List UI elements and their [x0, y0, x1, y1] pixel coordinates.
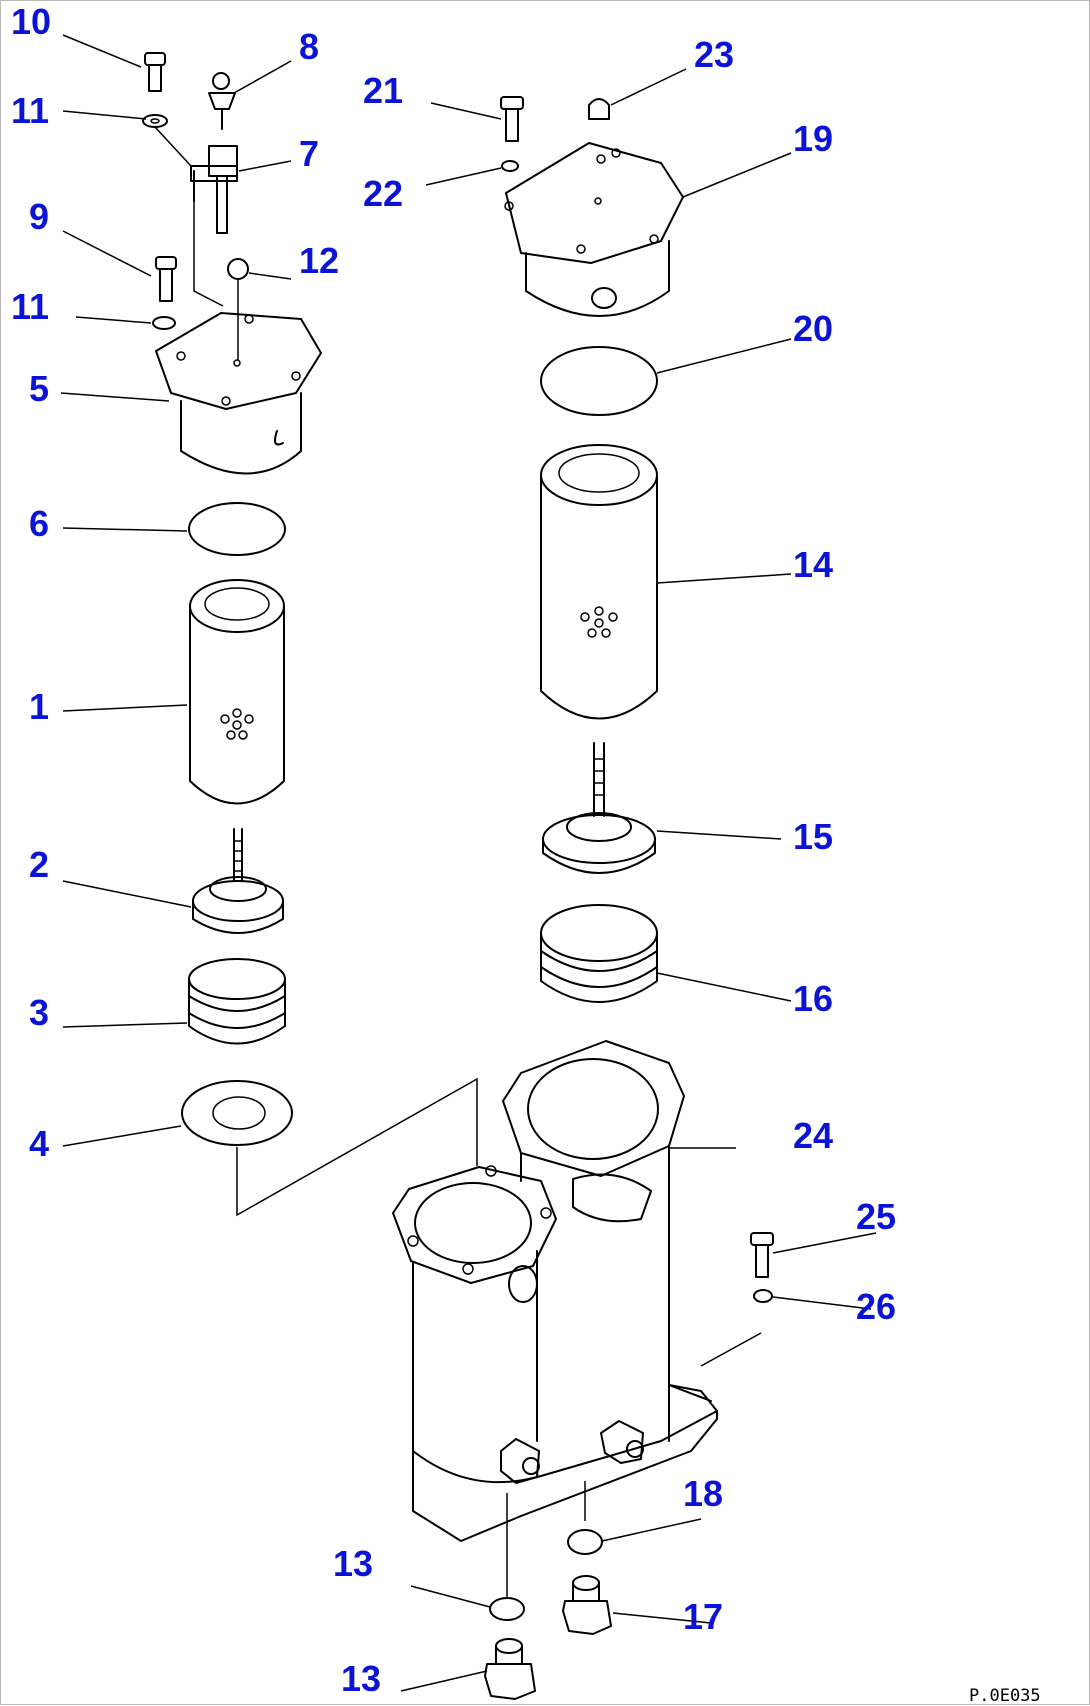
- callout-26: 25: [856, 1196, 896, 1237]
- leader-lines: [60, 34, 877, 1692]
- callout-4: 4: [29, 1123, 49, 1164]
- callout-18: 17: [683, 1596, 723, 1637]
- part-25-filter-case: [392, 1040, 718, 1597]
- callout-21: 20: [793, 308, 833, 349]
- callout-11-lower: 11: [11, 286, 49, 327]
- callout-22: 21: [363, 70, 403, 111]
- drawing-code: P.0E035: [969, 1686, 1041, 1706]
- part-21-o-ring: [540, 346, 658, 416]
- part-7-bracket: [190, 145, 238, 234]
- callout-2: 2: [29, 844, 49, 885]
- part-14-o-ring: [489, 1597, 525, 1621]
- part-26-bolt: [750, 1232, 774, 1278]
- part-5-case-cover: [155, 312, 322, 475]
- part-6-o-ring: [188, 502, 286, 556]
- part-15-filter-element: [540, 444, 658, 720]
- part-10-bolt: [144, 52, 166, 92]
- callout-27: 26: [856, 1286, 896, 1327]
- callout-labels: 10 8 11 7 9 12 11 5 6 1 2 3 4 21 22 23 1…: [11, 1, 1041, 1706]
- callout-14: 13: [333, 1543, 373, 1584]
- callout-3: 3: [29, 992, 49, 1033]
- callout-23: 22: [363, 173, 403, 214]
- part-4-seat-ring: [181, 1080, 293, 1146]
- callout-15: 14: [793, 544, 833, 585]
- part-22-bolt: [500, 96, 524, 142]
- callout-8: 8: [299, 26, 319, 67]
- callout-13: 13: [341, 1658, 381, 1699]
- callout-16: 15: [793, 816, 833, 857]
- part-24-plug: [588, 98, 610, 120]
- callout-20: 19: [793, 118, 833, 159]
- part-13-drain-plug: [484, 1638, 536, 1700]
- part-23-washer: [501, 160, 519, 172]
- callout-24: 23: [694, 34, 734, 75]
- part-16-valve-assembly: [542, 742, 656, 874]
- part-11-washer-lower: [152, 316, 176, 330]
- part-8-switch: [208, 72, 236, 130]
- callout-7: 7: [299, 133, 319, 174]
- part-18-drain-plug: [562, 1575, 612, 1635]
- part-11-washer-upper: [142, 114, 168, 128]
- callout-17: 16: [793, 978, 833, 1019]
- part-3-spring: [188, 958, 286, 1045]
- callout-5: 5: [29, 368, 49, 409]
- callout-9: 9: [29, 196, 49, 237]
- part-19-o-ring: [567, 1529, 603, 1555]
- part-17-spring: [540, 904, 658, 1003]
- part-1-filter-element: [189, 579, 285, 805]
- callout-1: 1: [29, 686, 49, 727]
- part-9-bolt: [155, 256, 177, 302]
- part-20-case-cover: [504, 142, 684, 317]
- callout-12: 12: [299, 240, 339, 281]
- callout-19: 18: [683, 1473, 723, 1514]
- part-12-plug: [227, 258, 249, 361]
- part-27-washer: [753, 1289, 773, 1303]
- part-2-valve-assembly: [192, 828, 284, 934]
- callout-25: 24: [793, 1115, 833, 1156]
- callout-11-upper: 11: [11, 90, 49, 131]
- callout-10: 10: [11, 1, 51, 42]
- callout-6: 6: [29, 503, 49, 544]
